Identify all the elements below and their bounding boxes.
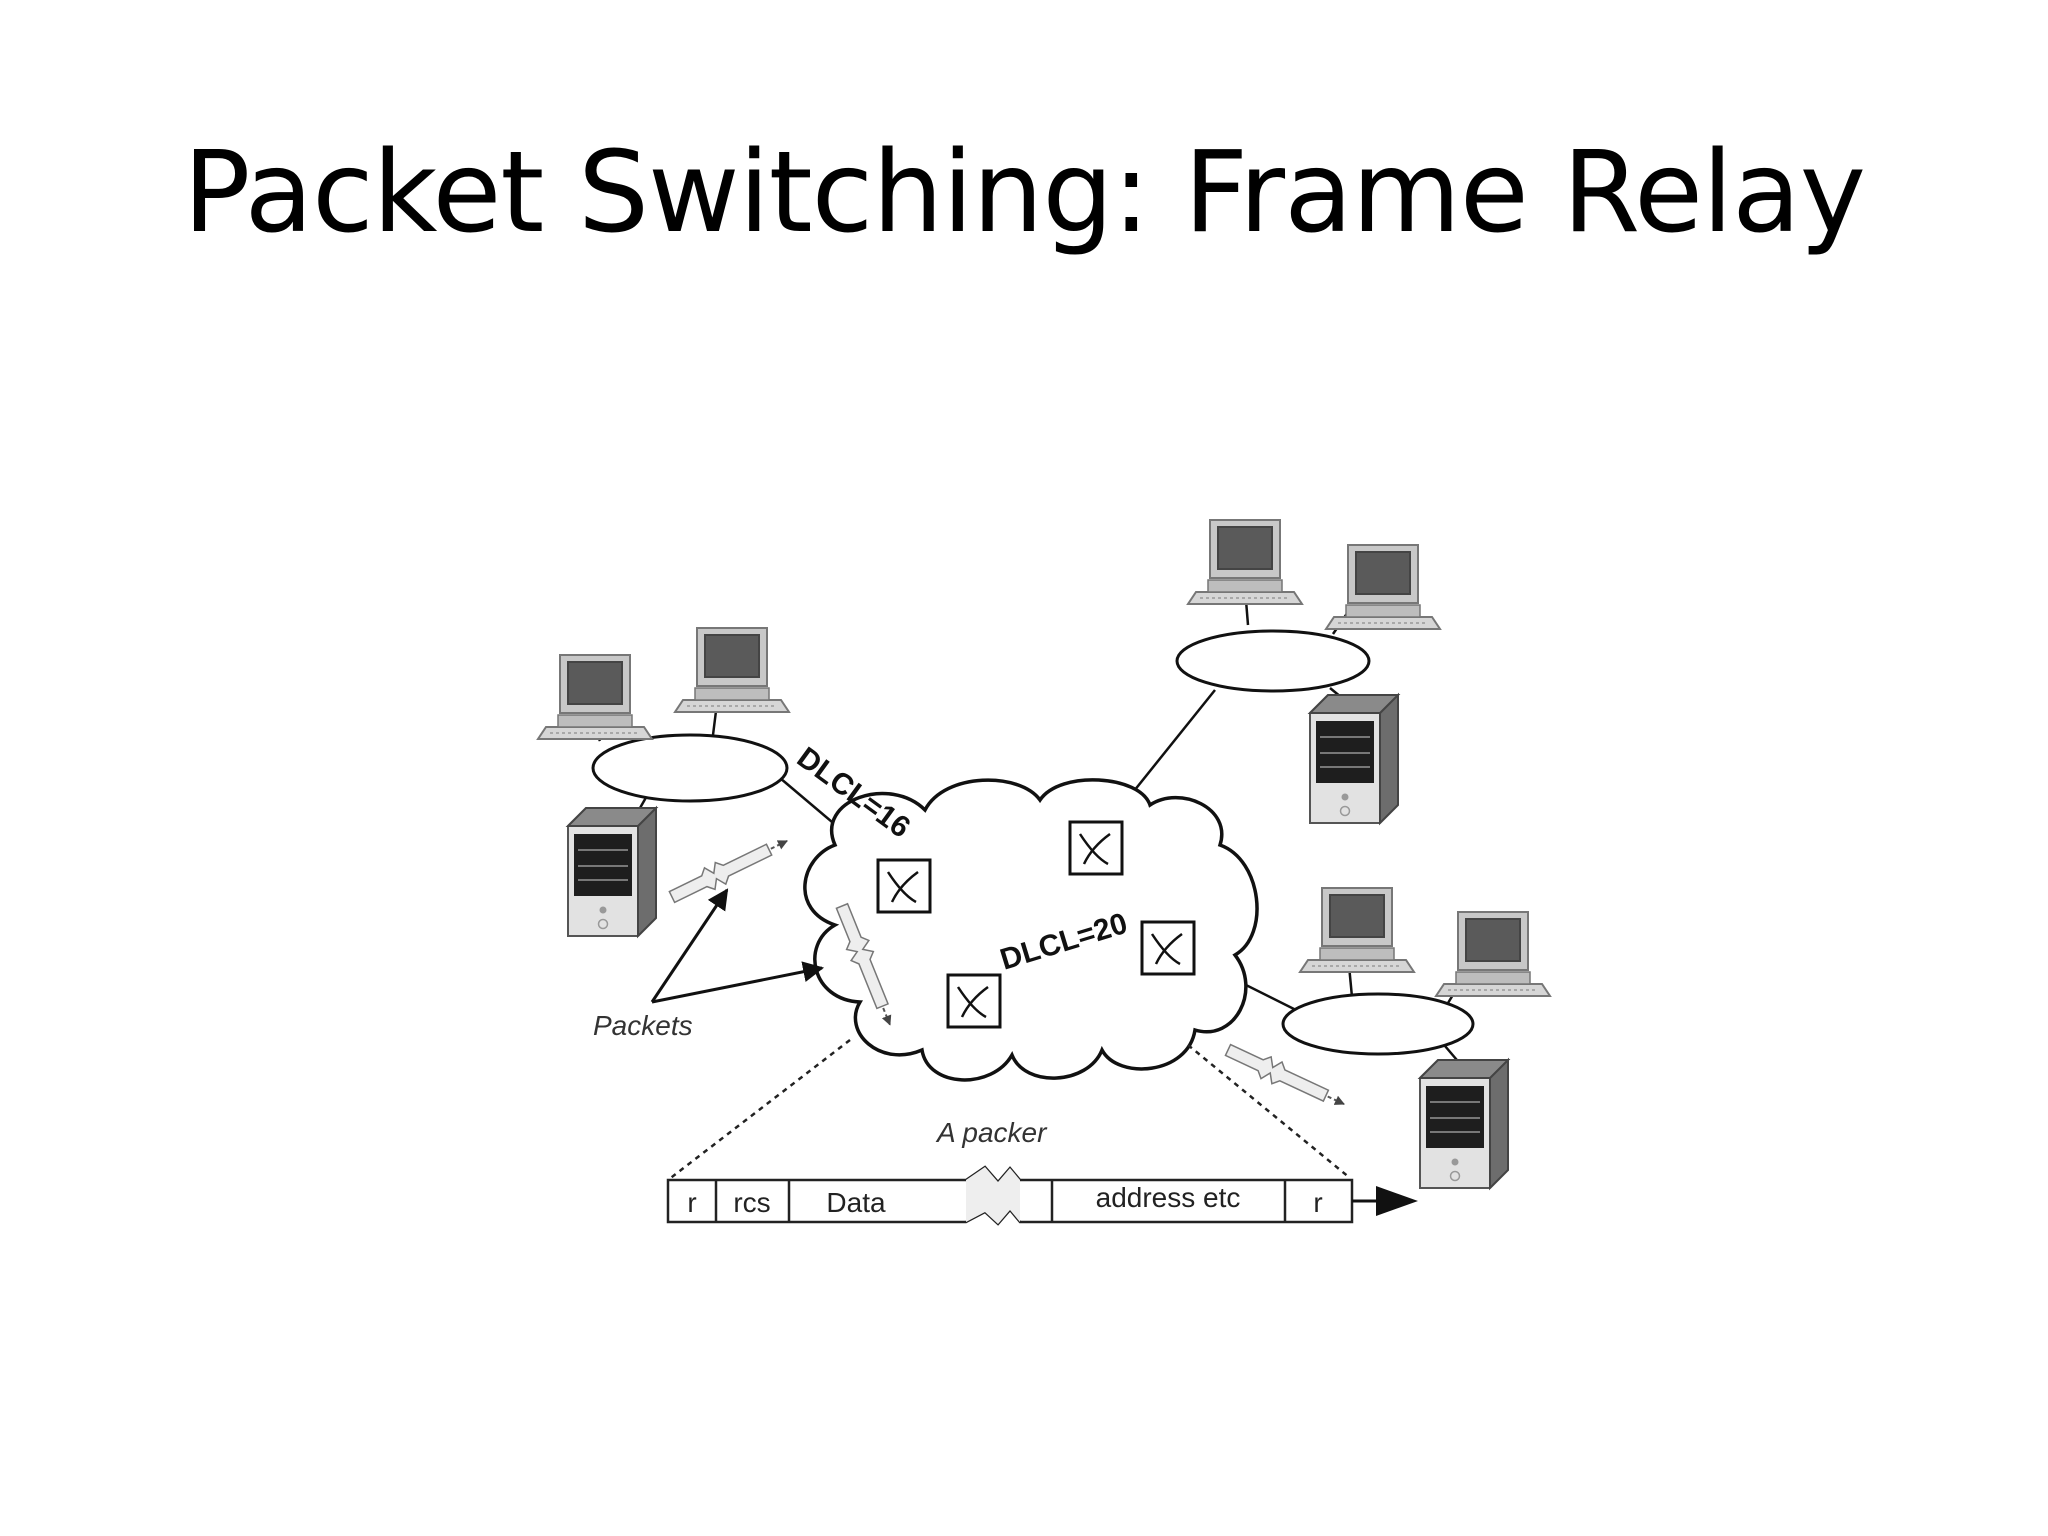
workstation-icon xyxy=(1435,911,1551,997)
packet-field: Data xyxy=(826,1187,886,1218)
server-tower-icon xyxy=(1419,1059,1509,1189)
packet-field: r xyxy=(687,1187,696,1218)
workstation-icon xyxy=(1187,519,1303,605)
frame-relay-cloud xyxy=(803,778,1259,1082)
lan-ring-left xyxy=(591,733,789,803)
packets-pointer-arrows xyxy=(650,888,825,1004)
packet-structure xyxy=(666,1165,1418,1226)
switch-node xyxy=(1068,820,1124,876)
packet-caption: A packer xyxy=(935,1117,1048,1148)
workstation-icon xyxy=(1325,544,1441,630)
lan-ring-top-right xyxy=(1175,629,1371,693)
packet-field: address etc xyxy=(1096,1182,1241,1213)
direction-arrow-icon xyxy=(1376,1186,1418,1216)
packet-field: rcs xyxy=(733,1187,770,1218)
server-tower-icon xyxy=(567,807,657,937)
zoom-lines xyxy=(667,1039,1351,1181)
switch-node xyxy=(876,858,932,914)
workstation-icon xyxy=(674,627,790,713)
slide-title: Packet Switching: Frame Relay xyxy=(182,128,1866,258)
packets-label: Packets xyxy=(593,1010,693,1041)
lan-ring-bottom-right xyxy=(1281,992,1475,1056)
packet-field: r xyxy=(1313,1187,1322,1218)
server-tower-icon xyxy=(1309,694,1399,824)
workstation-icon xyxy=(1299,887,1415,973)
workstation-icon xyxy=(537,654,653,740)
packet-icon xyxy=(667,830,793,908)
switch-node xyxy=(946,973,1002,1029)
switch-node xyxy=(1140,920,1196,976)
